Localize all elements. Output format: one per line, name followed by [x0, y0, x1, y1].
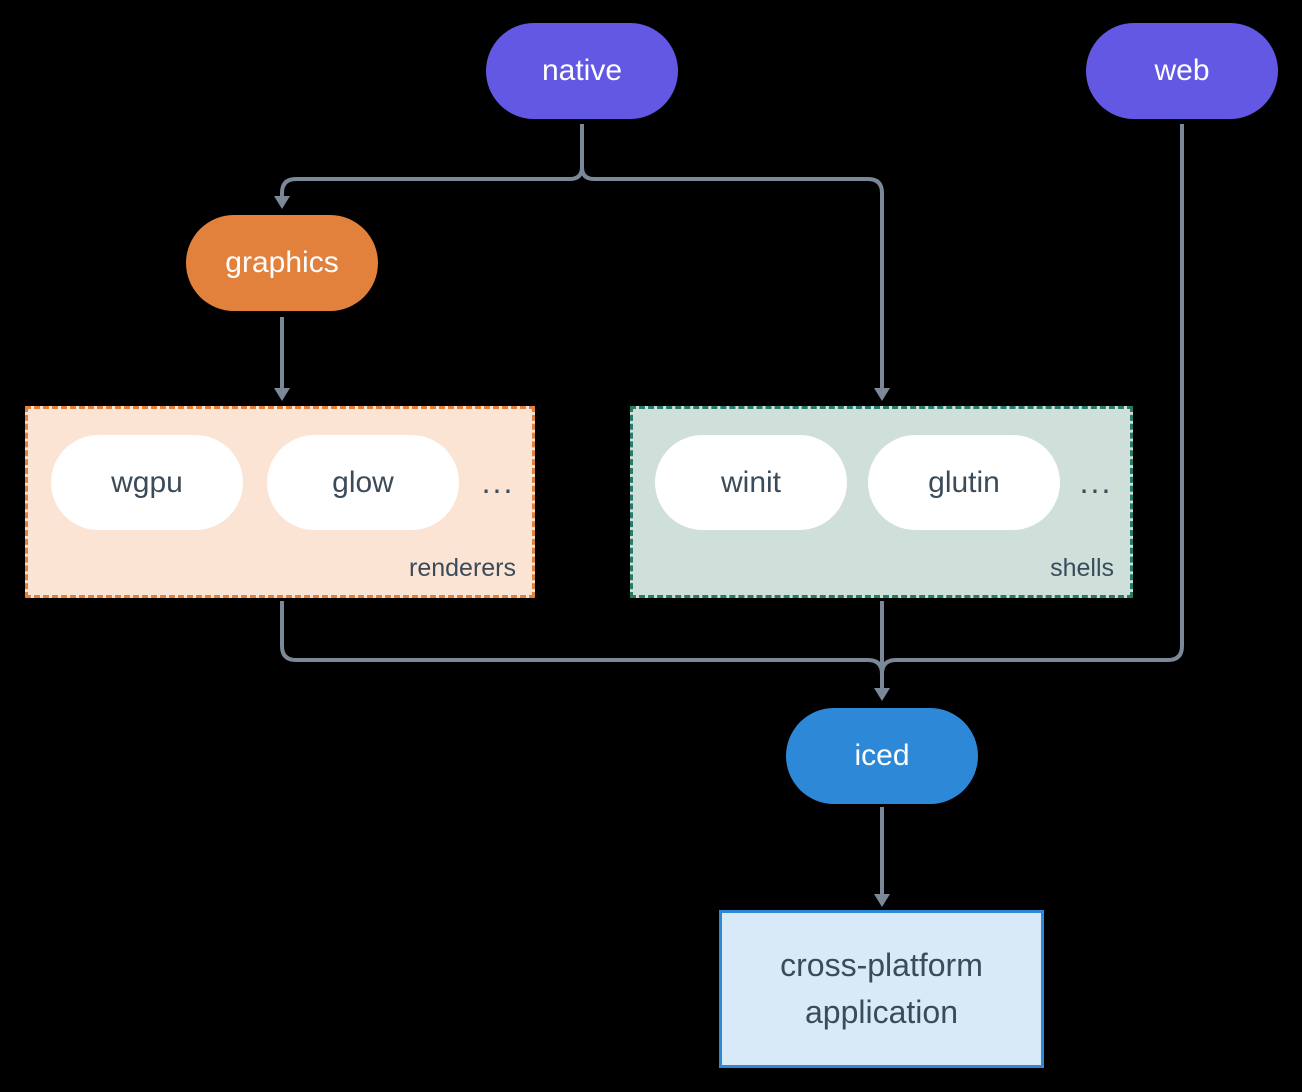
- arrowhead-application: [874, 894, 890, 907]
- connector-web-to-iced: [880, 124, 1184, 682]
- ellipsis-renderers: ...: [481, 464, 515, 500]
- arrowhead-renderers: [274, 388, 290, 401]
- node-application: cross-platform application: [719, 910, 1044, 1068]
- group-renderers: wgpu glow ... renderers: [25, 406, 535, 598]
- application-label-line1: cross-platform: [780, 947, 983, 983]
- node-wgpu: wgpu: [51, 435, 243, 530]
- connector-renderers-to-iced: [280, 601, 884, 682]
- node-iced: iced: [786, 708, 978, 804]
- node-web: web: [1086, 23, 1278, 119]
- arrowhead-graphics: [274, 196, 290, 209]
- arrowhead-shells: [874, 388, 890, 401]
- connector-native-to-shells: [580, 124, 884, 389]
- node-winit: winit: [655, 435, 847, 530]
- arrowhead-iced: [874, 688, 890, 701]
- group-label-shells: shells: [1050, 554, 1114, 582]
- node-glow: glow: [267, 435, 459, 530]
- application-label-line2: application: [805, 994, 958, 1030]
- node-graphics: graphics: [186, 215, 378, 311]
- ellipsis-shells: ...: [1079, 464, 1113, 500]
- node-native: native: [486, 23, 678, 119]
- group-label-renderers: renderers: [409, 554, 516, 582]
- connector-native-to-graphics: [280, 124, 584, 197]
- group-shells: winit glutin ... shells: [630, 406, 1133, 598]
- node-glutin: glutin: [868, 435, 1060, 530]
